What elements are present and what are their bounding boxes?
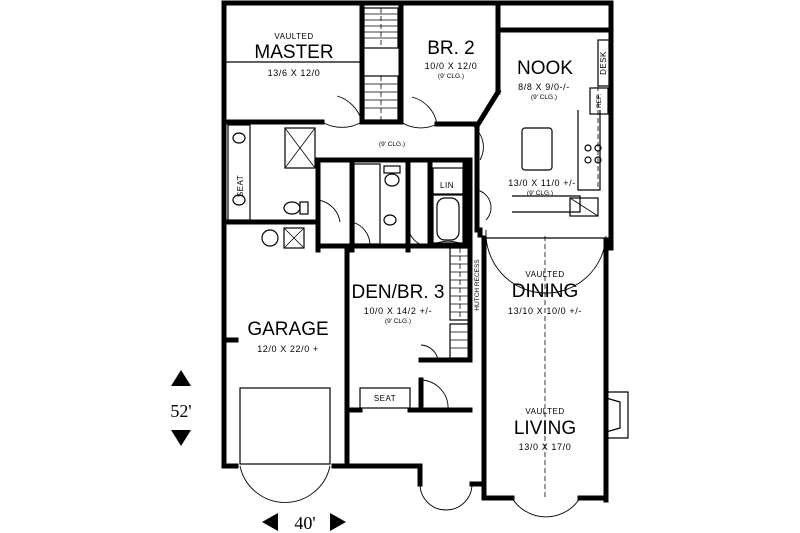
- room-br2: BR. 2 10/0 X 12/0 (9' CLG.): [425, 38, 478, 80]
- master-size: 13/6 X 12/0: [268, 68, 321, 78]
- ref-label: REF.: [596, 94, 603, 108]
- living-name: LIVING: [514, 418, 576, 439]
- room-nook: NOOK 8/8 X 9/0-/- (9' CLG.): [517, 58, 573, 101]
- living-size: 13/0 X 17/0: [519, 442, 572, 452]
- kitchen-ceiling: (9' CLG.): [527, 190, 553, 197]
- desk-label: DESK: [599, 51, 608, 75]
- kitchen-size: 13/0 X 11/0 +/-: [508, 178, 576, 188]
- room-dining: VAULTED DINING 13/10 X 10/0 +/-: [508, 270, 582, 316]
- garage-size: 12/0 X 22/0 +: [257, 344, 319, 354]
- arrow-up-icon: [171, 370, 191, 386]
- seat-entry-label: SEAT: [374, 394, 396, 403]
- room-master: VAULTED MASTER 13/6 X 12/0: [254, 32, 333, 78]
- room-den: DEN/BR. 3 10/0 X 14/2 +/- (9' CLG.): [352, 282, 445, 325]
- living-prefix: VAULTED: [525, 407, 564, 416]
- nook-size: 8/8 X 9/0-/-: [518, 82, 570, 92]
- exterior-walls: [221, 0, 614, 503]
- room-living: VAULTED LIVING 13/0 X 17/0: [514, 407, 576, 452]
- den-ceiling: (9' CLG.): [385, 318, 411, 325]
- den-name: DEN/BR. 3: [352, 282, 445, 303]
- arrow-right-icon: [330, 513, 346, 531]
- garage-name: GARAGE: [247, 319, 328, 340]
- br2-size: 10/0 X 12/0: [425, 61, 478, 71]
- pantry-label: PANTRY: [465, 177, 474, 212]
- master-name: MASTER: [254, 42, 333, 63]
- interior-walls: [221, 0, 614, 469]
- dining-name: DINING: [512, 281, 579, 302]
- br2-name: BR. 2: [427, 38, 475, 59]
- br2-ceiling: (9' CLG.): [438, 73, 464, 80]
- master-prefix: VAULTED: [274, 32, 313, 41]
- hutch-label: HUTCH RECESS: [474, 259, 481, 311]
- seat-bath-label: SEAT: [236, 175, 245, 197]
- width-dimension: 40': [262, 513, 346, 533]
- dining-size: 13/10 X 10/0 +/-: [508, 306, 582, 316]
- height-dimension-label: 52': [170, 401, 191, 421]
- height-dimension: 52': [170, 370, 192, 446]
- room-kitchen: 13/0 X 11/0 +/- (9' CLG.): [508, 178, 576, 197]
- width-dimension-label: 40': [294, 513, 315, 533]
- room-garage: GARAGE 12/0 X 22/0 +: [247, 319, 328, 354]
- dining-prefix: VAULTED: [525, 270, 564, 279]
- nook-ceiling: (9' CLG.): [531, 94, 557, 101]
- nook-name: NOOK: [517, 58, 573, 79]
- den-size: 10/0 X 14/2 +/-: [364, 306, 432, 316]
- hall-ceiling: (9' CLG.): [379, 141, 405, 148]
- arrow-down-icon: [171, 430, 191, 446]
- door-swings: [239, 95, 607, 518]
- arrow-left-icon: [262, 513, 278, 531]
- linen-label: LIN: [440, 181, 454, 190]
- fixtures: [224, 7, 629, 500]
